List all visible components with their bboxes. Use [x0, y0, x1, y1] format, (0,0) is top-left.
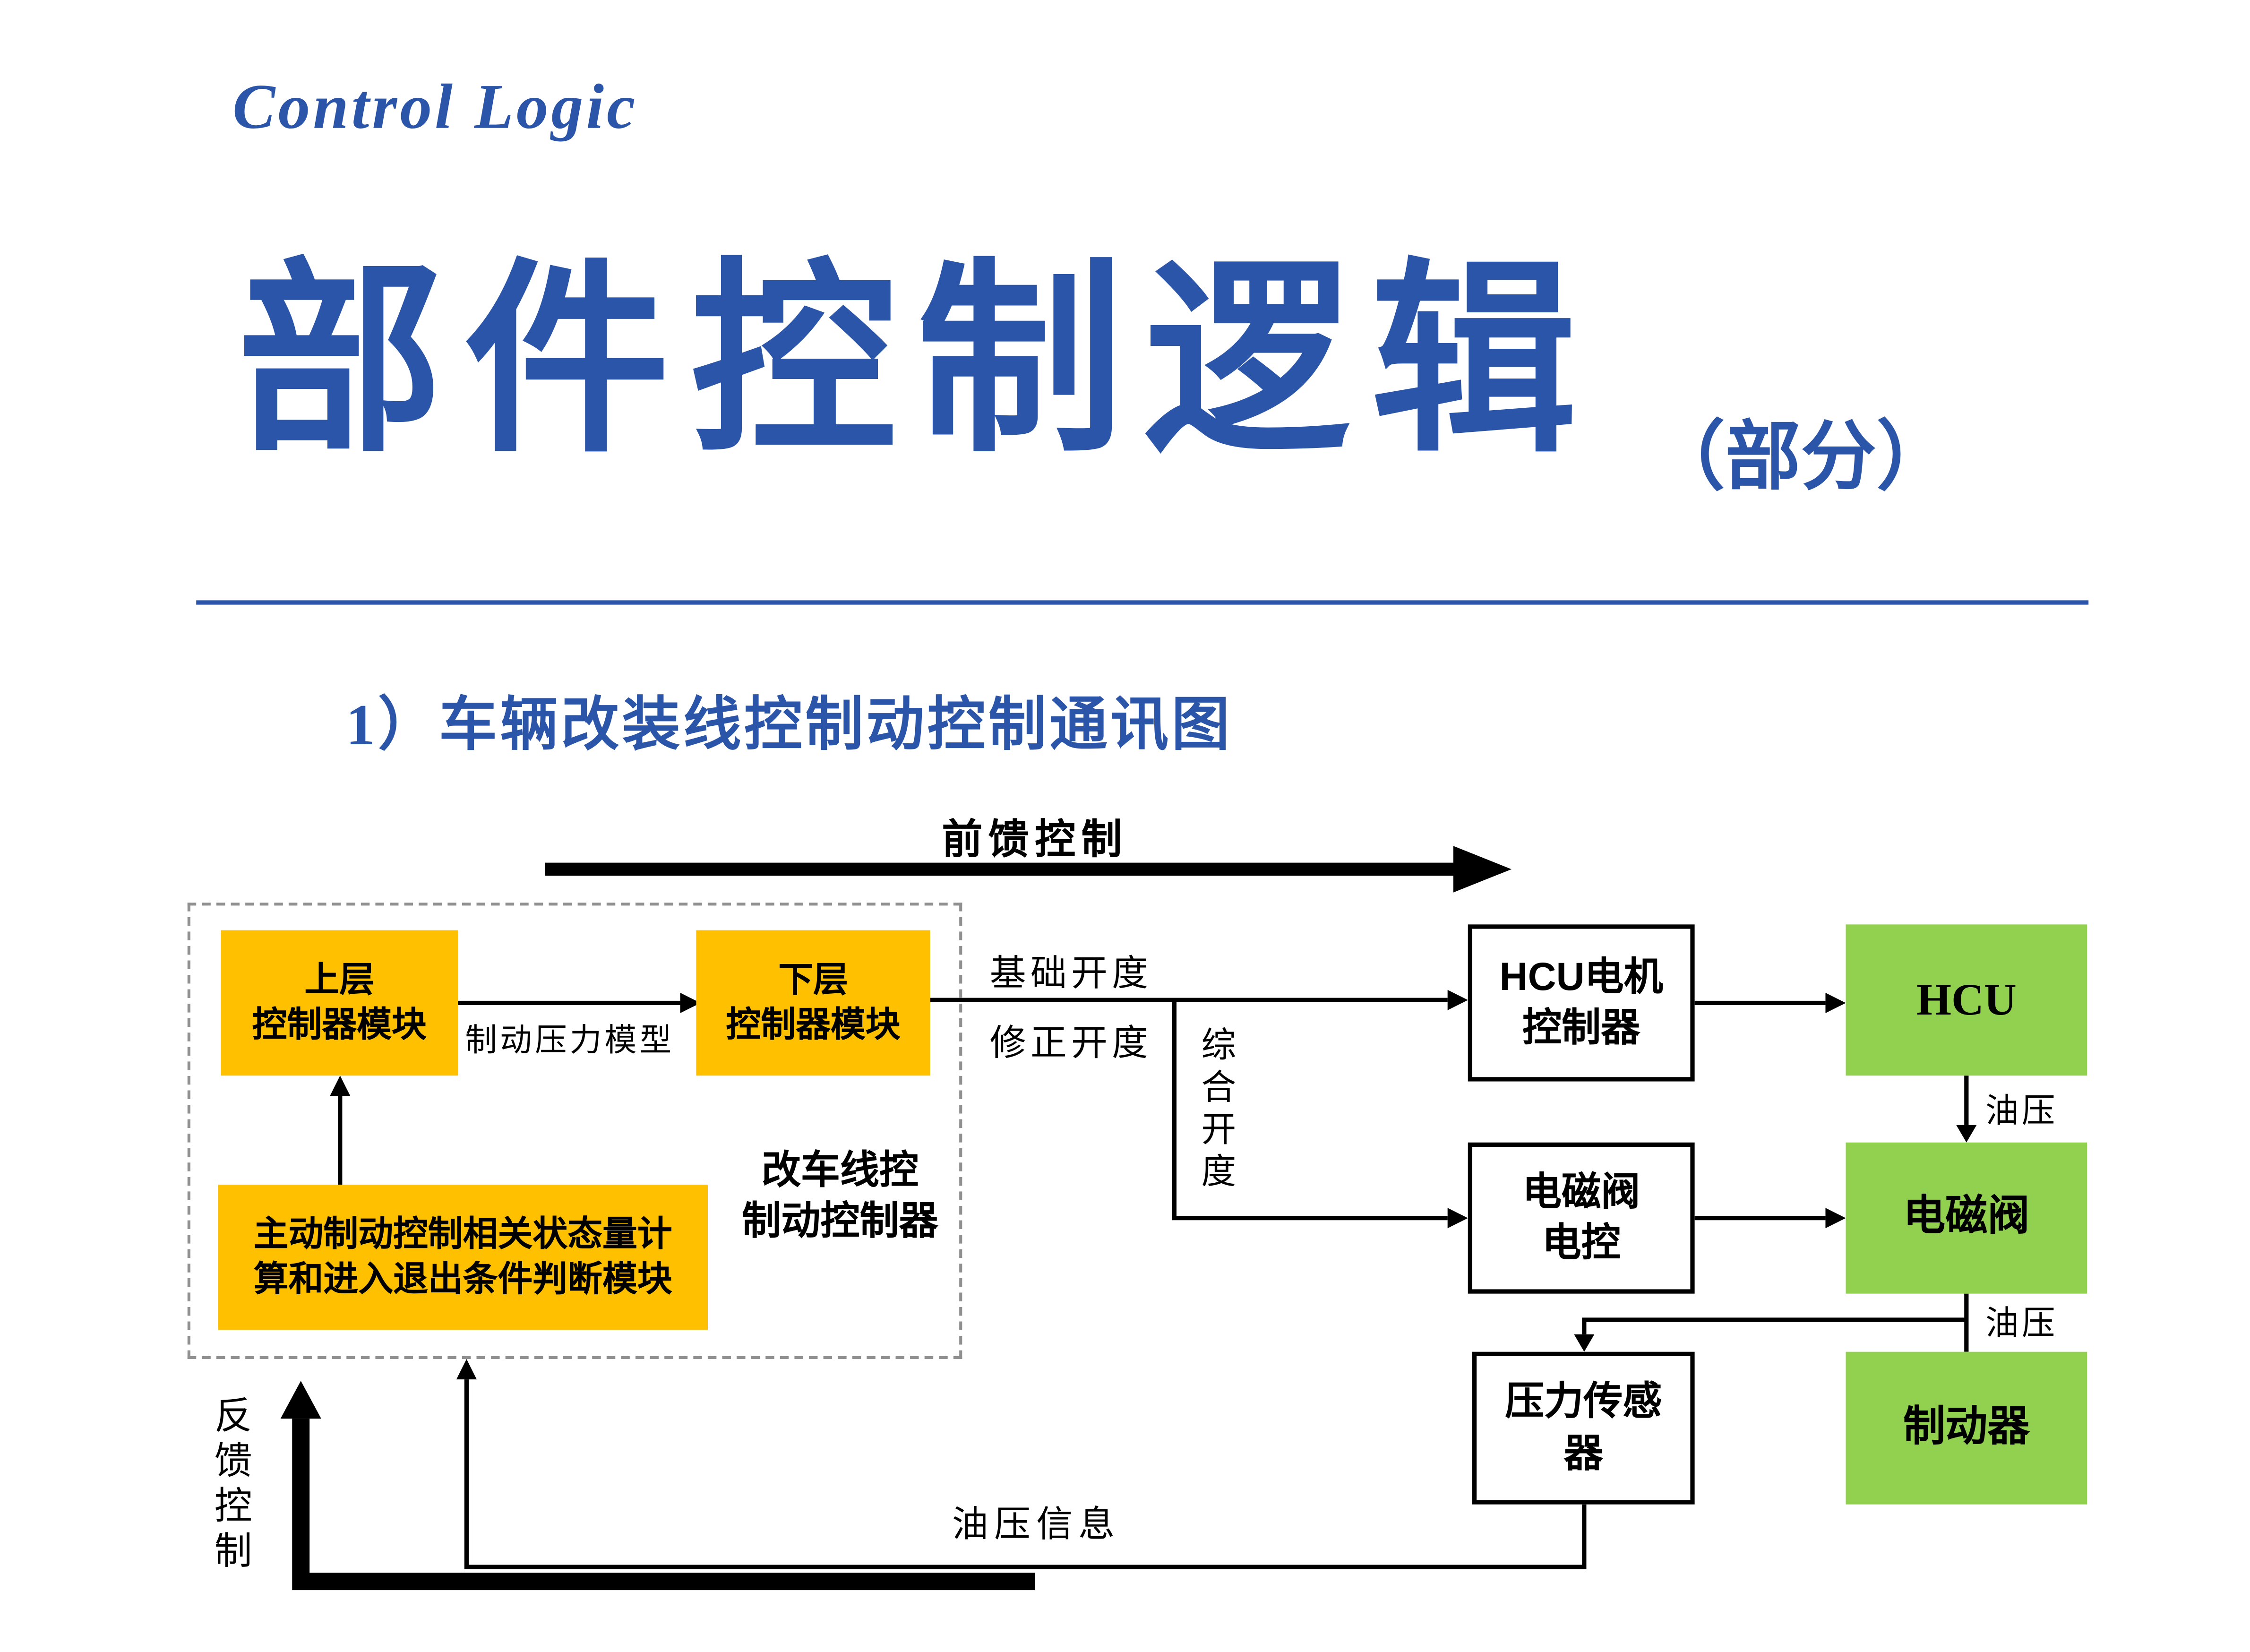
- section-heading: 1）车辆改装线控制动控制通讯图: [346, 692, 1233, 757]
- lower-controller-box: 下层 控制器模块: [696, 930, 930, 1076]
- state-module-box: 主动制动控制相关状态量计 算和进入退出条件判断模块: [218, 1184, 708, 1330]
- sensor-feedback-line: [456, 1359, 1587, 1569]
- feedback-arrow: [280, 1381, 1035, 1591]
- controller-group-label: 改车线控 制动控制器: [742, 1148, 938, 1243]
- hcu-box: HCU: [1846, 924, 2087, 1076]
- feedback-label: 反馈控制: [209, 1395, 252, 1576]
- lower-to-hcu-motor-arrow: [930, 989, 1468, 1010]
- combined-opening-label: 综合开度: [1194, 1026, 1233, 1195]
- hcu-to-valve-arrow: [1956, 1076, 1977, 1143]
- controller-group-box: [187, 903, 962, 1359]
- corrected-opening-label: 修正开度: [989, 1024, 1153, 1064]
- page-title-suffix: （部分）: [1649, 417, 1952, 500]
- page-title: 部件控制逻辑: [237, 247, 1597, 477]
- feedforward-label: 前馈控制: [942, 818, 1128, 864]
- upper-controller-box: 上层 控制器模块: [221, 930, 458, 1076]
- solenoid-control-box: 电磁阀 电控: [1468, 1142, 1695, 1294]
- brake-box: 制动器: [1846, 1351, 2087, 1505]
- state-to-upper-arrow: [330, 1076, 351, 1185]
- combined-opening-arrow: [1172, 1000, 1468, 1229]
- solenoid-valve-box: 电磁阀: [1846, 1142, 2087, 1294]
- title-divider: [196, 600, 2089, 605]
- oil-pressure-valve-label: 油压: [1985, 1305, 2058, 1342]
- hcu-motor-to-hcu-arrow: [1694, 992, 1846, 1013]
- oil-pressure-info-label: 油压信息: [952, 1506, 1121, 1545]
- valve-to-sensor-arrow: [1574, 1317, 1967, 1352]
- brake-pressure-model-arrow: [457, 992, 701, 1013]
- page-eyebrow: Control Logic: [232, 71, 638, 143]
- solenoid-ctrl-to-valve-arrow: [1694, 1208, 1846, 1229]
- basic-opening-label: 基础开度: [989, 955, 1153, 994]
- oil-pressure-hcu-label: 油压: [1985, 1093, 2058, 1130]
- brake-pressure-model-label: 制动压力模型: [465, 1022, 675, 1058]
- feedforward-arrow: [545, 846, 1512, 893]
- pressure-sensor-box: 压力传感 器: [1472, 1351, 1695, 1505]
- hcu-motor-controller-box: HCU电机 控制器: [1468, 924, 1695, 1082]
